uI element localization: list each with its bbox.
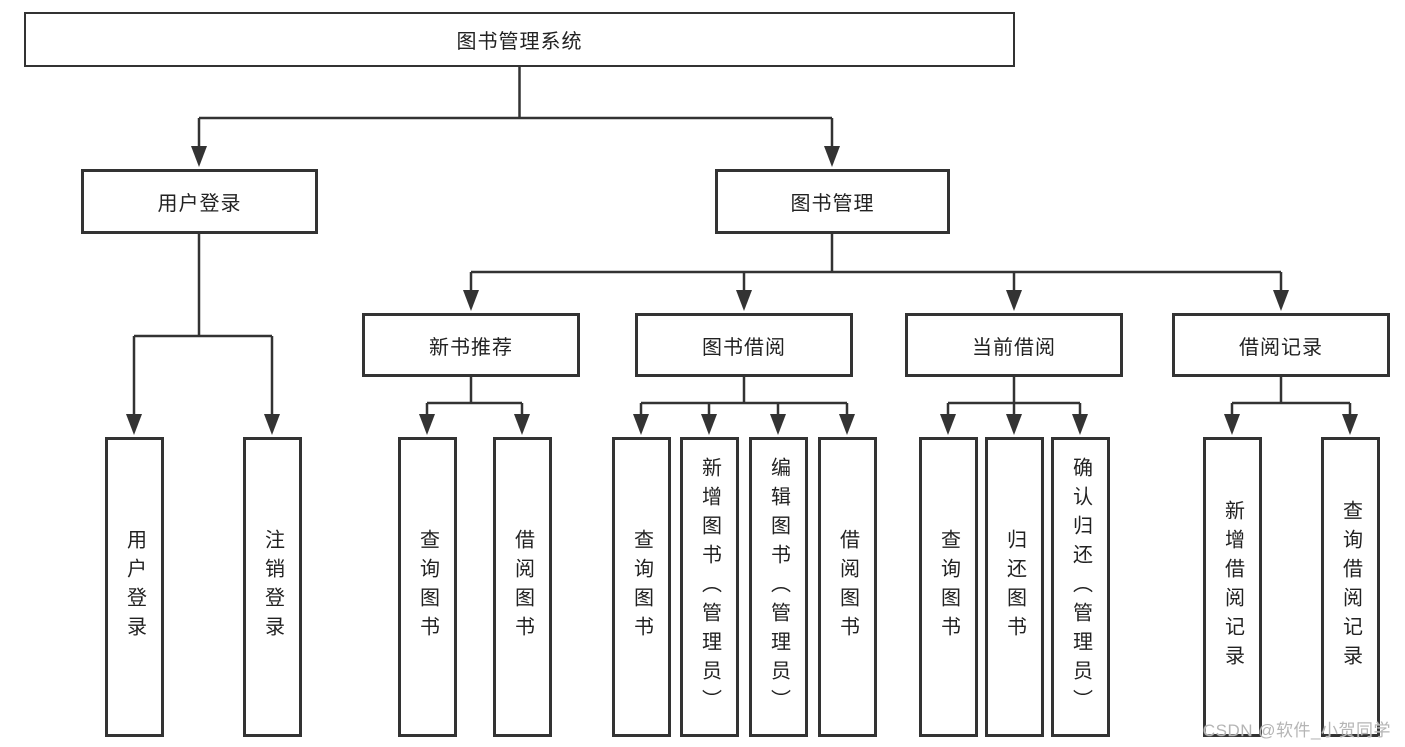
node-leaf-query-book-1: 查询图书 [398, 437, 457, 737]
node-leaf-edit-book-admin: 编辑图书（管理员） [749, 437, 808, 737]
node-leaf-return-book: 归还图书 [985, 437, 1044, 737]
node-leaf-query-book-3: 查询图书 [919, 437, 978, 737]
node-leaf-confirm-return-admin: 确认归还（管理员） [1051, 437, 1110, 737]
node-root: 图书管理系统 [24, 12, 1015, 67]
node-leaf-add-borrow-record: 新增借阅记录 [1203, 437, 1262, 737]
node-leaf-query-borrow-record: 查询借阅记录 [1321, 437, 1380, 737]
node-book-borrow: 图书借阅 [635, 313, 853, 377]
node-book-management: 图书管理 [715, 169, 950, 234]
node-leaf-borrow-book-2: 借阅图书 [818, 437, 877, 737]
node-leaf-borrow-book-1: 借阅图书 [493, 437, 552, 737]
node-current-borrow: 当前借阅 [905, 313, 1123, 377]
node-leaf-user-login: 用户登录 [105, 437, 164, 737]
node-new-book-recommend: 新书推荐 [362, 313, 580, 377]
node-leaf-logout: 注销登录 [243, 437, 302, 737]
watermark-text: CSDN @软件_小贺同学 [1202, 721, 1391, 740]
node-leaf-query-book-2: 查询图书 [612, 437, 671, 737]
node-leaf-add-book-admin: 新增图书（管理员） [680, 437, 739, 737]
node-user-login: 用户登录 [81, 169, 318, 234]
node-borrow-records: 借阅记录 [1172, 313, 1390, 377]
